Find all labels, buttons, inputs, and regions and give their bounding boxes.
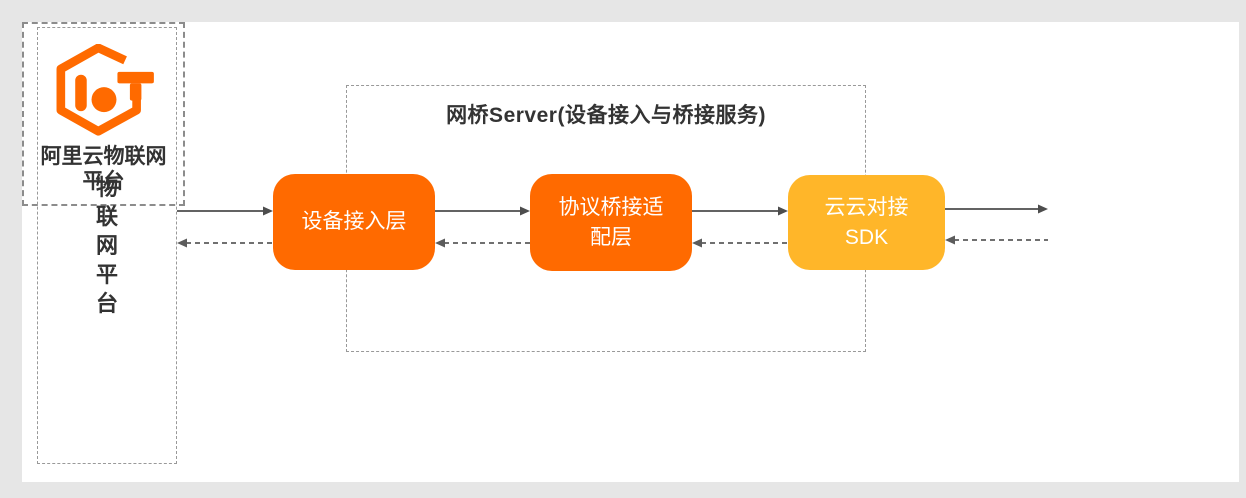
arrow-access-to-platform bbox=[177, 238, 273, 248]
bridge-server-title: 网桥Server(设备接入与桥接服务) bbox=[446, 104, 766, 127]
iot-platform-label: 物联网平台 bbox=[95, 175, 118, 316]
device-access-layer-node: 设备接入层 bbox=[273, 174, 435, 270]
arrow-adapter-to-access bbox=[435, 238, 530, 248]
protocol-bridge-adapter-label-line1: 协议桥接适 bbox=[558, 195, 664, 219]
device-access-layer-label: 设备接入层 bbox=[301, 210, 407, 233]
cloud-cloud-sdk-node: 云云对接 SDK bbox=[788, 175, 945, 270]
arrow-aliyun-to-sdk bbox=[945, 235, 1048, 245]
arrow-sdk-to-aliyun bbox=[945, 204, 1048, 214]
cloud-cloud-sdk-label-line1: 云云对接 bbox=[824, 195, 909, 219]
aliyun-iot-logo-icon bbox=[56, 44, 154, 136]
iot-platform-box: 物联网平台 bbox=[37, 27, 177, 464]
protocol-bridge-adapter-node: 协议桥接适 配层 bbox=[530, 174, 692, 271]
aliyun-platform-label-line2: 平台 bbox=[82, 170, 125, 193]
aliyun-platform-label-line1: 阿里云物联网 bbox=[40, 145, 167, 168]
arrow-platform-to-access bbox=[177, 206, 273, 216]
arrow-sdk-to-adapter bbox=[692, 238, 788, 248]
diagram-canvas: 物联网平台 网桥Server(设备接入与桥接服务) 设备接入层 协议桥接适 配层… bbox=[22, 22, 1239, 482]
arrow-adapter-to-sdk bbox=[692, 206, 788, 216]
arrow-access-to-adapter bbox=[435, 206, 530, 216]
protocol-bridge-adapter-label-line2: 配层 bbox=[590, 225, 632, 249]
cloud-cloud-sdk-label-line2: SDK bbox=[844, 225, 889, 249]
aliyun-iot-platform-box: 阿里云物联网 平台 bbox=[22, 22, 185, 206]
